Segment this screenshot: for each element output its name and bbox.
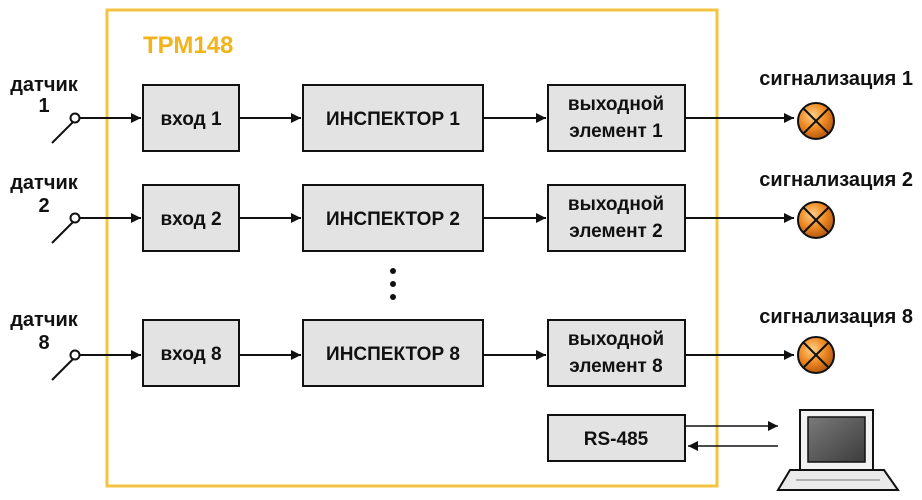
output-label-line2: элемент 8	[569, 356, 662, 377]
sensor-label: датчик	[10, 74, 79, 96]
lamp-icon	[797, 201, 835, 239]
laptop-icon	[776, 409, 900, 491]
alarm-label: сигнализация 2	[759, 169, 913, 191]
output-label-line1: выходной	[568, 194, 664, 215]
alarm-label: сигнализация 8	[759, 306, 913, 328]
rs485-label: RS-485	[584, 429, 649, 450]
input-label: вход 8	[160, 344, 221, 365]
input-label: вход 2	[160, 209, 221, 230]
sensor-number: 1	[38, 95, 49, 117]
output-box	[547, 319, 686, 387]
channel-row: датчик 2 вход 2 ИНСПЕКТОР 2 выходной эле…	[10, 169, 913, 252]
input-box	[142, 319, 240, 387]
device-frame	[105, 8, 719, 488]
inspector-label: ИНСПЕКТОР 1	[326, 109, 460, 130]
device-title: ТРМ148	[143, 32, 233, 59]
rs485-box	[547, 414, 686, 462]
output-label-line1: выходной	[568, 94, 664, 115]
output-label-line2: элемент 2	[569, 221, 662, 242]
inspector-label: ИНСПЕКТОР 2	[326, 209, 460, 230]
inspector-box	[302, 84, 484, 152]
output-box	[547, 184, 686, 252]
sensor-number: 8	[38, 332, 49, 354]
ellipsis-icon	[390, 268, 396, 300]
alarm-label: сигнализация 1	[759, 68, 913, 90]
output-label-line2: элемент 1	[569, 121, 663, 142]
output-box	[547, 84, 686, 152]
lamp-icon	[797, 102, 835, 140]
switch-icon	[51, 349, 81, 381]
sensor-label: датчик	[10, 172, 79, 194]
switch-icon	[51, 112, 81, 144]
switch-icon	[51, 212, 81, 244]
channel-row: датчик 8 вход 8 ИНСПЕКТОР 8 выходной эле…	[10, 306, 913, 387]
input-box	[142, 84, 240, 152]
sensor-label: датчик	[10, 309, 79, 331]
lamp-icon	[797, 336, 835, 374]
inspector-box	[302, 319, 484, 387]
sensor-number: 2	[38, 195, 49, 217]
inspector-box	[302, 184, 484, 252]
input-box	[142, 184, 240, 252]
input-label: вход 1	[160, 109, 221, 130]
output-label-line1: выходной	[568, 329, 664, 350]
inspector-label: ИНСПЕКТОР 8	[326, 344, 460, 365]
channel-row: датчик 1 вход 1 ИНСПЕКТОР 1 выходной эле…	[10, 68, 913, 152]
